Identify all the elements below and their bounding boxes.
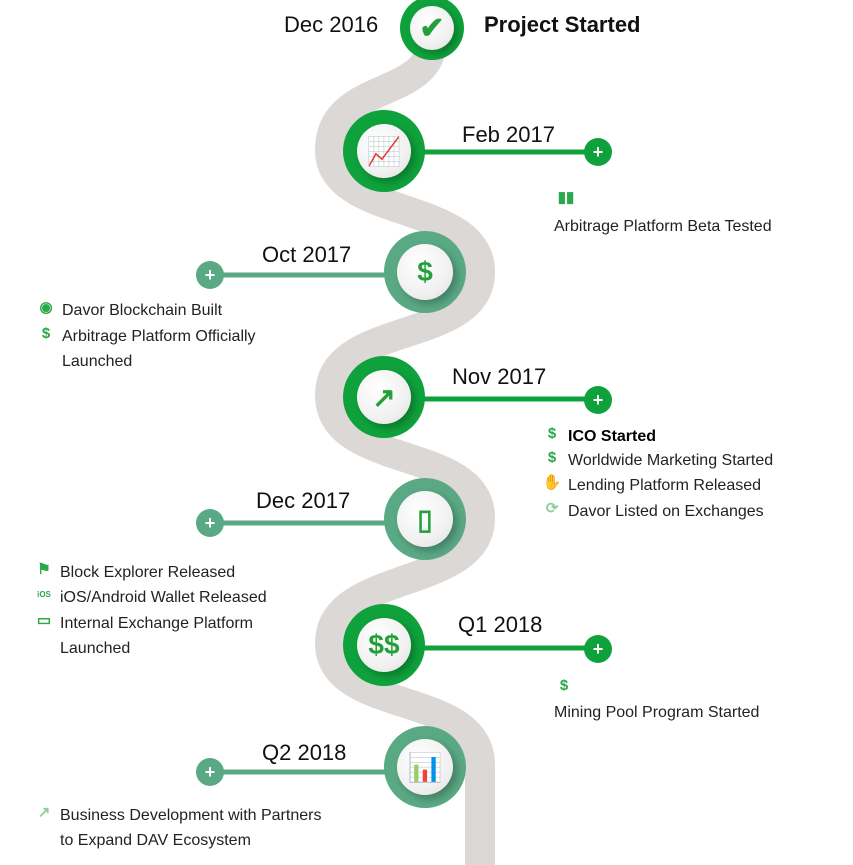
dollar-phone-icon: $ <box>41 325 51 342</box>
milestone-circle: ▯ <box>384 478 466 560</box>
banknote-icon: $ <box>547 425 557 442</box>
milestone-circle: $ <box>384 231 466 313</box>
expand-button[interactable]: + <box>196 509 224 537</box>
milestone-item: ⚑Block Explorer Released <box>34 560 235 585</box>
growth-person-icon: ↗ <box>357 370 411 424</box>
expand-button[interactable]: + <box>584 635 612 663</box>
coin-icon: ◉ <box>39 299 53 316</box>
exchange-icon: ⟳ <box>545 500 559 517</box>
milestone-item: ✋Lending Platform Released <box>542 474 762 494</box>
presentation-icon: 📈 <box>357 124 411 178</box>
milestone-date: Nov 2017 <box>452 364 547 389</box>
milestone-circle: $$ <box>343 604 425 686</box>
expand-button[interactable]: + <box>584 138 612 166</box>
dollar-phone-icon: $ <box>559 677 569 694</box>
milestone-date: Dec 2017 <box>256 488 351 513</box>
milestone-item: Arbitrage Platform Beta Tested <box>554 218 772 235</box>
banknotes-icon: ▭ <box>36 612 52 629</box>
milestone-item: Mining Pool Program Started <box>554 704 760 721</box>
milestone-item: ⟳Davor Listed on Exchanges <box>542 499 764 524</box>
milestone-title: Project Started <box>484 12 641 37</box>
ios-icon: iOS <box>37 590 51 599</box>
checkmark-icon: ✔ <box>410 6 454 50</box>
money-bags-icon: $$ <box>357 618 411 672</box>
milestone-circle: ✔ <box>400 0 464 60</box>
dollar-globe-icon: $ <box>397 244 453 300</box>
milestone-date: Feb 2017 <box>462 122 555 147</box>
milestone-date: Dec 2016 <box>284 12 379 37</box>
bar-chart-icon: ▮▮ <box>557 189 575 206</box>
mobile-dollar-icon: ▯ <box>397 491 453 547</box>
expand-button[interactable]: + <box>196 758 224 786</box>
milestone-item: ◉Davor Blockchain Built <box>36 298 222 323</box>
expand-button[interactable]: + <box>584 386 612 414</box>
growth-chart-icon: ↗ <box>37 804 51 821</box>
growth-chart-icon: 📊 <box>397 739 453 795</box>
expand-button[interactable]: + <box>196 261 224 289</box>
milestone-item: $ICO Started <box>542 424 656 449</box>
milestone-circle: 📈 <box>343 110 425 192</box>
dollar-globe-icon: $ <box>547 449 557 466</box>
hand-coin-icon: ✋ <box>542 474 562 491</box>
milestone-date: Q2 2018 <box>262 740 347 765</box>
milestone-circle: 📊 <box>384 726 466 808</box>
milestone-item: $Worldwide Marketing Started <box>542 448 773 473</box>
milestone-date: Oct 2017 <box>262 242 352 267</box>
milestone-date: Q1 2018 <box>458 612 543 637</box>
milestone-circle: ↗ <box>343 356 425 438</box>
presentation-icon: ⚑ <box>37 561 51 578</box>
